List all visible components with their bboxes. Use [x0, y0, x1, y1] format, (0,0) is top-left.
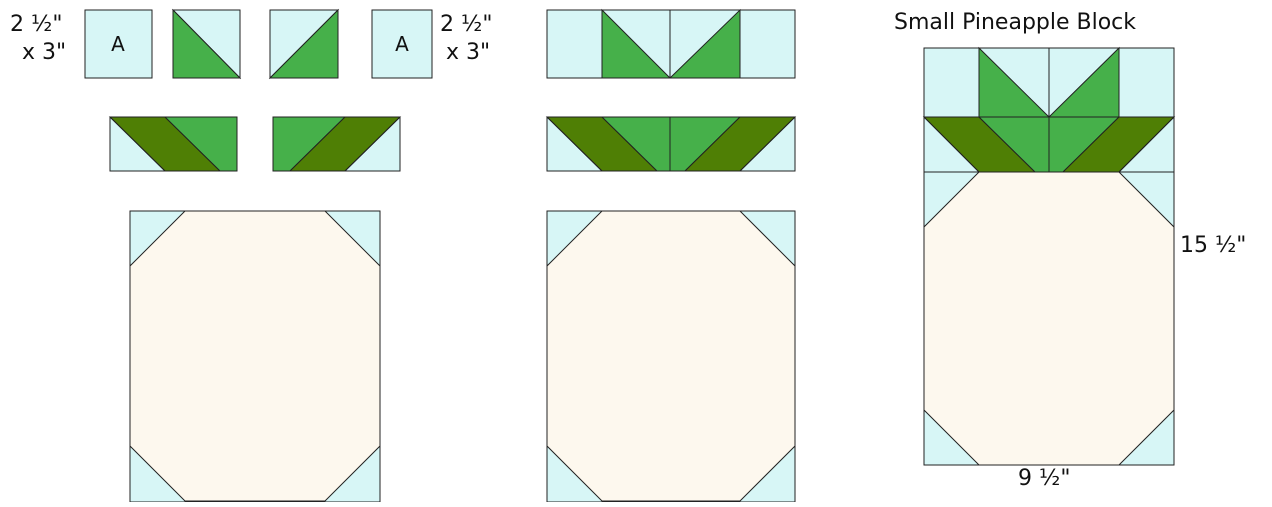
- piece-a-left-rect: [84, 9, 153, 79]
- right-piece-size-line2: x 3": [446, 40, 491, 65]
- height-dimension-label: 15 ½": [1180, 233, 1247, 258]
- leaf-strip-right-diag: [344, 116, 401, 172]
- center-top-band: [546, 8, 796, 79]
- piece-a-right-letter: A: [395, 32, 409, 56]
- hst-diagonal-up: [268, 8, 340, 80]
- finished-block: [922, 46, 1176, 466]
- piece-a-right: A: [371, 9, 433, 79]
- center-leaf-diag-l: [546, 116, 603, 172]
- center-leaf-diag-r: [739, 116, 796, 172]
- body-piece-center-body: [546, 210, 796, 502]
- hst-up-green-half: [268, 8, 339, 79]
- leaf-strip-right: [272, 116, 402, 172]
- finished-body: [923, 171, 1175, 466]
- center-top-band-frame: [546, 9, 796, 79]
- piece-a-left: A: [84, 9, 153, 79]
- leaf-strip-left: [108, 116, 238, 172]
- piece-a-left-letter: A: [111, 32, 125, 56]
- left-piece-size-line1: 2 ½": [10, 12, 63, 37]
- piece-a-right-rect: [371, 9, 433, 79]
- finished-leaf-diag-l: [923, 116, 980, 173]
- hst-down-green-half: [172, 8, 242, 79]
- body-piece-left: [129, 210, 381, 503]
- block-title: Small Pineapple Block: [894, 10, 1137, 35]
- leaf-strip-left-diag: [109, 116, 166, 172]
- body-piece-left-body: [129, 210, 381, 502]
- body-piece-center: [546, 210, 796, 503]
- finished-leaf-diag-r: [1118, 116, 1175, 173]
- left-piece-size-line2: x 3": [22, 40, 67, 65]
- center-leaf-strip: [545, 116, 797, 172]
- leaf-strip-left-light: [163, 116, 238, 172]
- right-piece-size-line1: 2 ½": [440, 12, 493, 37]
- width-dimension-label: 9 ½": [1018, 466, 1071, 491]
- hst-diagonal-down: [171, 8, 242, 80]
